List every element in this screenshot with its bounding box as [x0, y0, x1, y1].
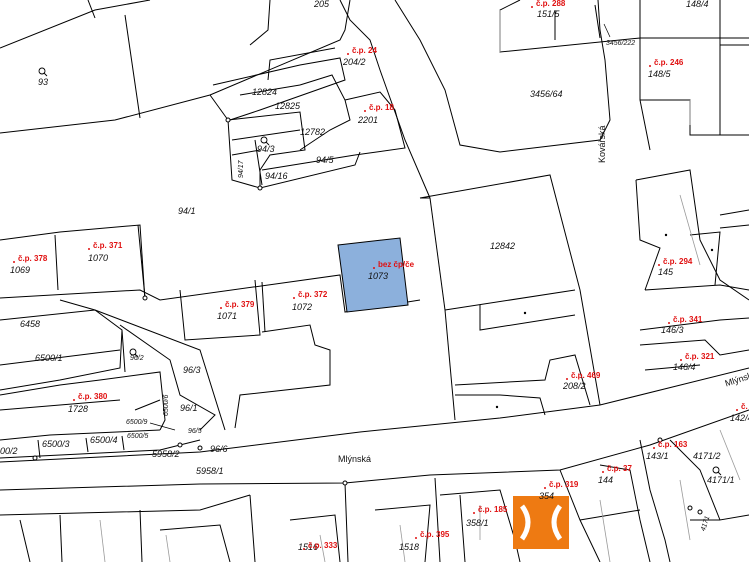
house-number: č.p. 319: [543, 480, 579, 489]
parcel-label: 1072: [292, 302, 313, 312]
house-number: č.p. 321: [679, 352, 715, 361]
parcel-label: 5958/2: [152, 449, 180, 459]
parcel-label: 94/17: [238, 160, 245, 178]
parcel-label: 6500/6: [163, 394, 170, 416]
parcel-label: 146/4: [673, 362, 696, 372]
parcel-label: 94/16: [265, 171, 288, 181]
parcel-label: 1071: [217, 311, 238, 321]
house-number: č.p. 163: [652, 440, 688, 449]
house-number: č.p. 341: [667, 315, 703, 324]
parcel-label-1073[interactable]: 1073: [368, 271, 389, 281]
house-number-bez-cp: bez čp/če: [372, 260, 415, 269]
parcel-label: 354: [539, 491, 555, 501]
parcel-label: 1070: [88, 253, 109, 263]
highlighted-parcel-1073: [337, 237, 409, 313]
house-number: č.p. 372: [292, 290, 328, 299]
house-number: č.p. 18: [364, 103, 394, 112]
parcel-label: 96/2: [130, 355, 144, 362]
parcel-label: 00/2: [0, 446, 18, 456]
parcel-label: 358/1: [466, 518, 489, 528]
parcel-label: 2201: [358, 115, 379, 125]
parcel-label: 93: [38, 77, 49, 87]
parcel-label: 5958/1: [196, 466, 224, 476]
house-number: č.p. 185: [472, 505, 508, 514]
house-number: č.p. 379: [219, 300, 255, 309]
house-number: č.p. 371: [87, 241, 123, 250]
parcel-label: 146/3: [661, 325, 684, 335]
parcel-label: 148/5: [648, 69, 671, 79]
parcel-label: 4171/2: [693, 451, 721, 461]
parcel-label: 94/1: [178, 206, 196, 216]
parcel-label: 12782: [300, 127, 326, 137]
parcel-label: 96/3: [183, 365, 201, 375]
house-number: č.p. 395: [414, 530, 450, 539]
house-number: č.p. 288: [530, 0, 566, 8]
parcel-label: 12825: [275, 101, 301, 111]
house-number: č.p. 380: [72, 392, 108, 401]
parcel-label: 96/1: [180, 403, 198, 413]
house-number: č.p. 294: [657, 257, 693, 266]
parcel-label: 1728: [68, 404, 89, 414]
house-number: č.p. 378: [12, 254, 48, 263]
parcel-label: 143/1: [646, 451, 669, 461]
parcel-label: 6458: [20, 319, 41, 329]
parcel-label: 12824: [252, 87, 278, 97]
parcel-label: 205: [314, 0, 330, 9]
parcel-label: 6500/1: [35, 353, 63, 363]
parcel-label: 6500/9: [126, 419, 148, 426]
parcel-label: 208/2: [563, 381, 586, 391]
street-name-mlynska: Mlýnská: [338, 454, 372, 464]
parcel-label: 4171/1: [707, 475, 735, 485]
house-number: č.p. 24: [347, 46, 377, 55]
parcel-label: 1069: [10, 265, 31, 275]
house-number: č.p. 37: [602, 464, 632, 473]
parcel-label: 94/3: [257, 144, 275, 154]
parcel-label: 94/5: [316, 155, 334, 165]
house-number: č.p. 246: [648, 58, 684, 67]
parcel-label: 6500/4: [90, 435, 118, 445]
parcel-label: 204/2: [343, 57, 366, 67]
parcel-label: 6500/3: [42, 439, 70, 449]
street-name-kovarska: Kovářská: [597, 125, 607, 163]
parcel-label: 12842: [490, 241, 516, 251]
house-number: č.p. 333: [302, 541, 338, 550]
logo-icon: [513, 496, 569, 549]
parcel-label: 1516: [298, 542, 319, 552]
parcel-label: 142/4: [730, 413, 749, 423]
house-number: č.p. 469: [565, 371, 601, 380]
parcel-label: 148/4: [686, 0, 709, 9]
house-number: č.: [736, 402, 748, 411]
parcel-label: 151/5: [537, 9, 560, 19]
parcel-label: 6500/5: [127, 433, 149, 440]
parcel-label: 96/5: [188, 428, 202, 435]
parcel-label: 1518: [399, 542, 420, 552]
parcel-label: 145: [658, 267, 674, 277]
parcel-label: 3456/222: [606, 40, 636, 47]
parcel-label: 96/6: [210, 444, 228, 454]
parcel-label: 3456/64: [530, 89, 563, 99]
parcel-label: 144: [598, 475, 614, 485]
